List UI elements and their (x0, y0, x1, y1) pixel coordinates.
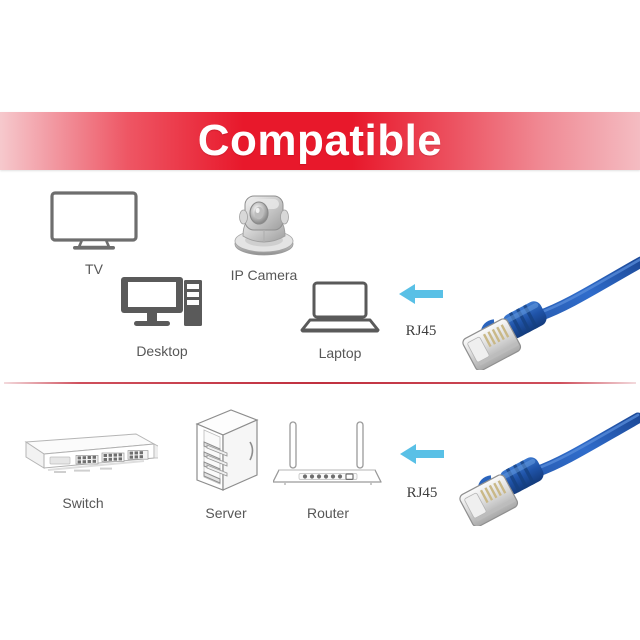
wireless-router-icon (272, 420, 384, 501)
device-label-ip-camera: IP Camera (230, 267, 298, 283)
server-rack-icon (186, 406, 266, 501)
arrow-left-icon (387, 442, 457, 471)
device-desktop: Desktop (106, 274, 218, 359)
top-device-row: TV (0, 170, 640, 382)
ip-camera-icon (205, 186, 323, 263)
connector-label-rj45-top: RJ45 (405, 323, 437, 339)
device-router: Router (272, 420, 384, 521)
device-label-tv: TV (85, 261, 103, 277)
network-switch-icon (8, 424, 161, 491)
bottom-connector-group: RJ45 (387, 442, 457, 502)
device-label-router: Router (306, 505, 350, 521)
device-label-desktop: Desktop (136, 343, 188, 359)
top-connector-group: RJ45 (386, 282, 456, 340)
section-divider (4, 382, 636, 384)
device-label-laptop: Laptop (318, 345, 362, 361)
ethernet-cable-rj45-icon-top (455, 250, 640, 375)
device-ip-camera: IP Camera (205, 186, 323, 283)
ethernet-cable-rj45-icon-bottom (452, 406, 640, 531)
laptop-icon (290, 280, 390, 341)
banner-title: Compatible (197, 116, 443, 165)
device-switch: Switch (8, 424, 161, 511)
device-laptop: Laptop (290, 280, 390, 361)
bottom-device-row: Switch (0, 384, 640, 584)
tv-icon (34, 190, 154, 257)
device-label-server: Server (205, 505, 247, 521)
desktop-computer-icon (106, 274, 218, 339)
device-label-switch: Switch (62, 495, 104, 511)
device-tv: TV (34, 190, 154, 277)
arrow-left-icon (386, 282, 456, 311)
connector-label-rj45-bottom: RJ45 (406, 485, 438, 501)
compatible-banner: Compatible (0, 112, 640, 170)
device-server: Server (186, 406, 266, 521)
